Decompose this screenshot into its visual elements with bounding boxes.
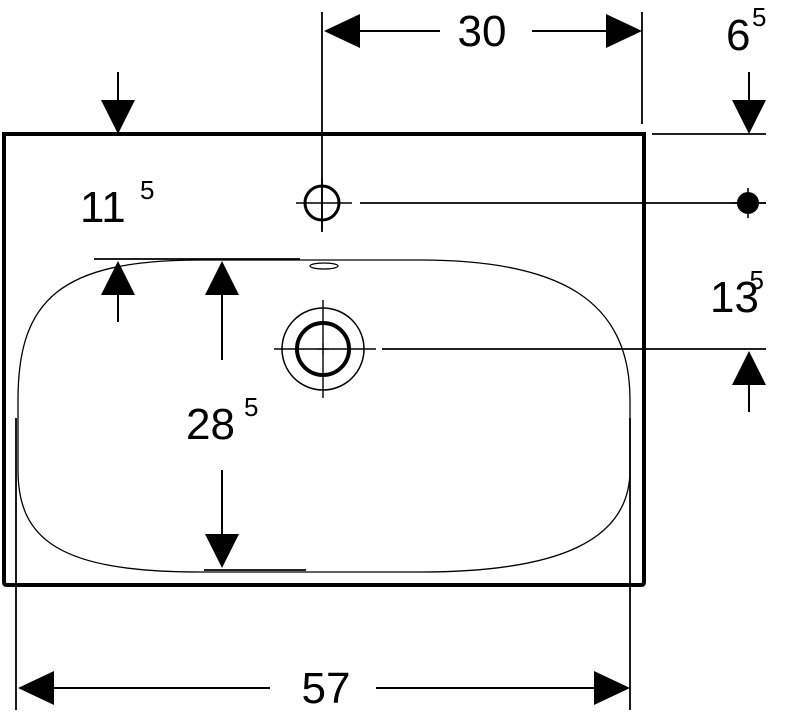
- drain: [274, 300, 376, 398]
- reference-dot: [732, 188, 766, 218]
- arrowhead-down: [732, 100, 766, 134]
- dimension-overall-width-value: 57: [302, 664, 351, 712]
- svg-text:13: 13: [710, 273, 759, 322]
- arrowhead-up: [101, 261, 135, 295]
- svg-text:5: 5: [752, 2, 766, 32]
- dimension-left-depth-value: 11: [80, 183, 126, 232]
- arrowhead-right: [606, 14, 642, 48]
- svg-text:57: 57: [302, 664, 351, 712]
- svg-text:5: 5: [244, 392, 258, 422]
- tap-hole: [296, 178, 352, 230]
- basin-outline: [2, 132, 646, 587]
- arrowhead-right: [594, 671, 630, 705]
- svg-text:28: 28: [186, 400, 235, 449]
- overflow-slot: [309, 262, 339, 270]
- dimension-bowl-depth: 28 5: [186, 261, 258, 568]
- dimension-top-width: 30: [324, 7, 642, 56]
- svg-text:5: 5: [750, 265, 764, 295]
- arrowhead-down: [205, 534, 239, 568]
- bowl-outline: [17, 259, 631, 573]
- dimension-left-depth-sup: 5: [140, 175, 154, 205]
- arrowhead-left: [324, 14, 360, 48]
- svg-text:11: 11: [80, 183, 126, 232]
- arrowhead-up: [732, 351, 766, 385]
- dimension-right-offset: 6 5: [726, 2, 766, 134]
- dimension-right-drain: 13 5: [710, 265, 766, 412]
- dimension-bowl-depth-value: 28: [186, 400, 235, 449]
- svg-text:6: 6: [726, 11, 750, 60]
- svg-text:30: 30: [458, 7, 507, 56]
- arrowhead-left: [18, 671, 54, 705]
- svg-text:5: 5: [140, 175, 154, 205]
- dimension-bowl-depth-sup: 5: [244, 392, 258, 422]
- dimension-right-drain-value: 13: [710, 273, 759, 322]
- dimension-right-offset-value: 6: [726, 11, 750, 60]
- dimension-right-offset-sup: 5: [752, 2, 766, 32]
- dimension-overall-width: 57: [18, 664, 630, 712]
- arrowhead-down: [101, 100, 135, 134]
- dimension-top-width-value: 30: [458, 7, 507, 56]
- dimension-left-depth: 11 5: [80, 72, 154, 322]
- dimension-right-drain-sup: 5: [750, 265, 764, 295]
- arrowhead-up: [205, 261, 239, 295]
